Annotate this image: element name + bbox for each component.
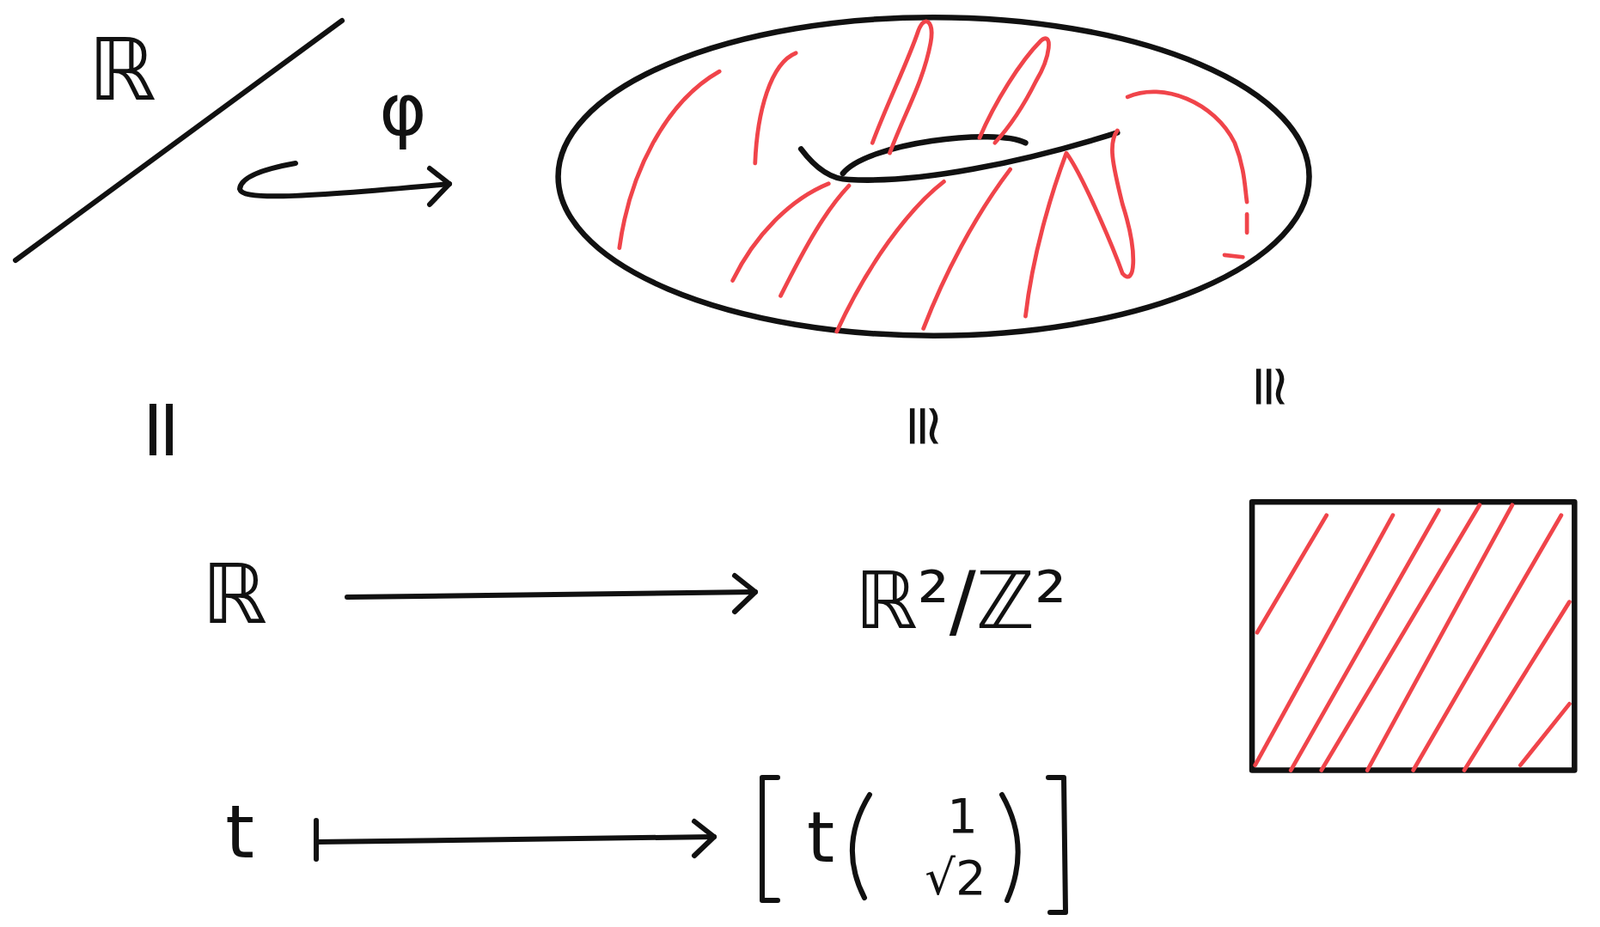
winding-line <box>1127 91 1247 202</box>
winding-line <box>1224 255 1243 257</box>
square <box>1251 501 1575 770</box>
vector-entry: 1 <box>946 792 978 841</box>
quotient-space: ℝ²/ℤ² <box>854 561 1067 642</box>
arrow-head <box>694 821 715 856</box>
winding-line <box>755 53 797 164</box>
square-line <box>1520 703 1570 765</box>
vector-entry: √2 <box>924 854 986 903</box>
winding-line <box>619 71 720 248</box>
winding-line <box>1245 213 1250 233</box>
map-arrow <box>347 592 756 598</box>
square-line <box>1257 515 1327 634</box>
arrow-head <box>429 168 450 205</box>
equals-sign: = <box>122 395 205 465</box>
bracket <box>762 777 778 901</box>
variable: t <box>225 794 255 869</box>
winding-line <box>780 185 849 296</box>
real-line <box>15 20 342 261</box>
square-line <box>1290 510 1439 771</box>
set-symbol: ℝ <box>201 553 268 636</box>
torus-outline <box>558 17 1310 336</box>
winding-line <box>979 38 1050 143</box>
iso-sign: ≅ <box>1241 362 1299 410</box>
winding-line <box>836 181 945 332</box>
square-line <box>1321 505 1480 771</box>
arrow-head <box>734 575 756 612</box>
winding-line <box>923 169 1011 329</box>
parenthesis <box>1001 794 1019 901</box>
iso-sign: ≅ <box>895 402 953 450</box>
hook-arrow <box>239 163 450 196</box>
set-symbol: ℝ <box>87 27 156 114</box>
winding-line <box>1025 130 1133 317</box>
variable: t <box>806 802 835 874</box>
square-line <box>1255 515 1393 766</box>
square-line <box>1464 602 1570 771</box>
bracket <box>1048 777 1066 913</box>
map-name: φ <box>378 73 427 147</box>
parenthesis <box>852 794 870 898</box>
winding-line <box>872 21 932 153</box>
mapsto-arrow <box>316 836 715 843</box>
